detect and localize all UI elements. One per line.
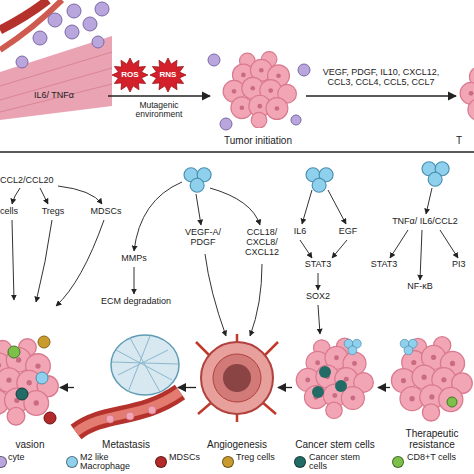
- tumor-stage: Therapeutic resistance: [390, 325, 474, 450]
- macrophage-cluster: [422, 162, 449, 187]
- burst-outline: [112, 58, 148, 92]
- signal-label: IL6: [288, 227, 312, 237]
- tumor-stage: vasion: [0, 325, 60, 450]
- signal-label: CCL2/CCL20: [0, 176, 70, 186]
- tumor-stage: Tumor initiation: [210, 46, 306, 146]
- connector-arrow: [306, 95, 456, 96]
- node-caption: Metastasis: [102, 439, 150, 450]
- legend-text: MDSCs: [169, 453, 219, 462]
- tumor-stage: Cancer stem cells: [292, 325, 378, 450]
- signal-label: CCL18/ CXCL8/ CXCL12: [240, 228, 284, 258]
- node-caption: vasion: [16, 439, 45, 450]
- tumor-stage: Angiogenesis: [196, 325, 278, 450]
- invasion-illustration: [0, 336, 58, 425]
- connector-arrow: [378, 387, 390, 388]
- signal-label: NF-κB: [398, 282, 442, 292]
- tumor-cluster: [460, 54, 474, 130]
- burst-label: RNS: [160, 71, 177, 80]
- metastasis-illustration: [76, 335, 180, 432]
- tumor-initiation-illustration: [208, 52, 310, 130]
- signal-label: ECM degradation: [96, 297, 176, 307]
- macrophage-cluster: [184, 168, 211, 193]
- angiogenesis-illustration: [196, 334, 278, 422]
- connector-arrow: [178, 387, 196, 388]
- ros-burst: ROS: [112, 58, 148, 92]
- node-caption: Cancer stem cells: [295, 439, 374, 450]
- therapeutic-resistance-illustration: [391, 337, 472, 421]
- signal-label: MMPs: [116, 254, 152, 264]
- rns-burst: RNS: [150, 58, 186, 92]
- legend-text: M2 like Macrophage: [80, 453, 142, 472]
- legend-swatch: [155, 456, 167, 468]
- connector-arrow: [278, 387, 292, 388]
- legend-text: Treg cells: [236, 453, 288, 462]
- legend-swatch: [294, 456, 306, 468]
- signal-label: STAT3: [366, 260, 402, 270]
- signal-label: PI3: [452, 260, 474, 270]
- tumor-stage: T: [456, 46, 474, 146]
- blood-vessel: [0, 0, 48, 30]
- blood-vessel: [0, 0, 62, 50]
- connector-arrow: [108, 95, 210, 96]
- signal-label: VEGF-A/ PDGF: [182, 228, 224, 248]
- legend-swatch: [66, 456, 78, 468]
- legend-text: CD8+T cells: [407, 453, 473, 462]
- signal-label: cells: [0, 207, 30, 217]
- legend-text: Cancer stem cells: [309, 453, 371, 472]
- signal-label: STAT3: [300, 260, 336, 270]
- legend-swatch: [0, 456, 7, 468]
- edge-label: VEGF, PDGF, IL10, CXCL12, CCL3, CCL4, CC…: [320, 68, 442, 88]
- legend-swatch: [392, 456, 404, 468]
- signal-label: TNFα/ IL6/CCL2: [386, 217, 464, 227]
- tissue-stripes: [0, 52, 112, 112]
- tumor-cluster: [223, 52, 296, 128]
- signal-label: MDSCs: [86, 207, 126, 217]
- legend-text: cyte: [8, 453, 38, 462]
- tumor-stage: Metastasis: [74, 325, 178, 450]
- macrophage-cluster: [306, 168, 333, 193]
- tissue-illustration: [0, 0, 112, 120]
- signal-label: SOX2: [302, 292, 334, 302]
- node-caption: Tumor initiation: [224, 135, 292, 146]
- node-caption: IL6/ TNFα: [34, 91, 74, 101]
- pathway-arrows: [12, 182, 458, 336]
- monocyte-cells: [16, 2, 109, 68]
- tissue-layer: [0, 36, 112, 120]
- connector-arrow: [60, 387, 74, 388]
- divider-line: [0, 151, 474, 153]
- node-caption: Angiogenesis: [207, 439, 267, 450]
- signal-label: Tregs: [36, 207, 70, 217]
- legend-swatch: [222, 456, 234, 468]
- signal-label: EGF: [334, 227, 362, 237]
- edge-label: Mutagenic environment: [123, 101, 195, 120]
- node-caption: T: [456, 135, 462, 146]
- tissue-node: IL6/ TNFα: [0, 46, 108, 146]
- burst-label: ROS: [121, 71, 138, 80]
- node-caption: Therapeutic resistance: [390, 428, 474, 450]
- cancer-stem-cell-illustration: [296, 338, 373, 418]
- burst-outline: [150, 58, 186, 92]
